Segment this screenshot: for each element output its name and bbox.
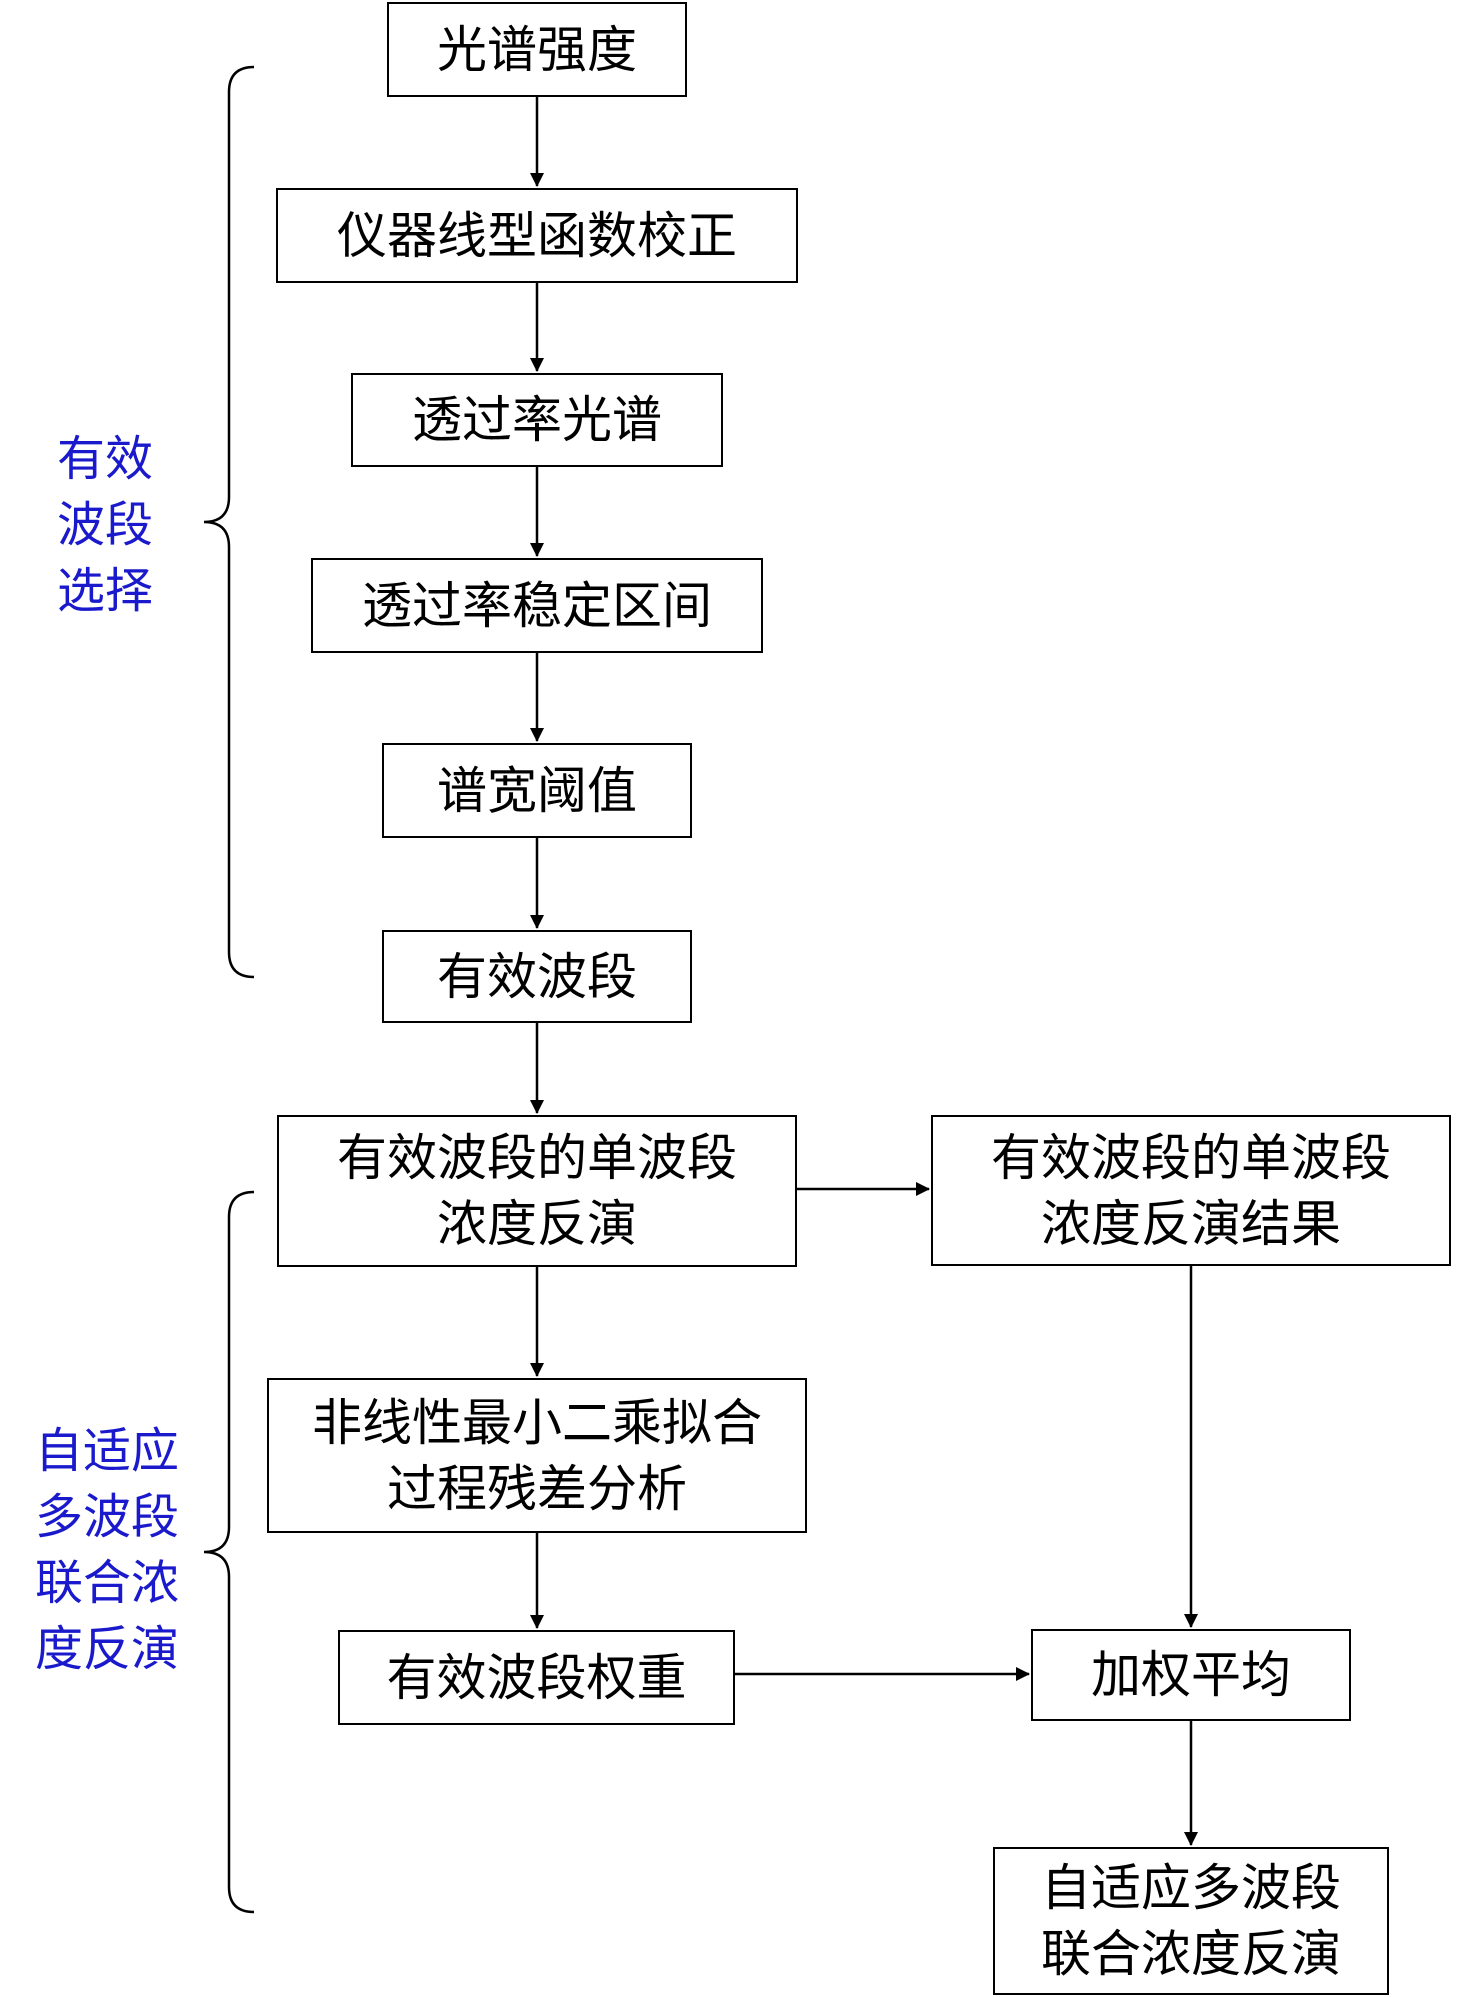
label-adaptive-inversion: 自适应 多波段 联合浓 度反演 [34,1423,179,1677]
brace-band-selection [203,65,255,979]
box-final-result: 自适应多波段联合浓度反演 [993,1847,1389,1995]
box-ils-correction: 仪器线型函数校正 [276,188,798,283]
label-band-selection: 有效 波段 选择 [56,431,153,619]
box-spectral-width-threshold: 谱宽阈值 [382,743,692,838]
box-transmittance-spectrum: 透过率光谱 [351,373,723,467]
box-weighted-average: 加权平均 [1031,1629,1351,1721]
box-effective-bands: 有效波段 [382,930,692,1023]
box-spectral-intensity: 光谱强度 [387,2,687,97]
box-stable-interval: 透过率稳定区间 [311,558,763,653]
box-single-band-result: 有效波段的单波段浓度反演结果 [931,1115,1451,1266]
box-single-band-inversion: 有效波段的单波段浓度反演 [277,1115,797,1267]
box-residual-analysis: 非线性最小二乘拟合过程残差分析 [267,1378,807,1533]
brace-adaptive-inversion [203,1190,255,1914]
box-band-weights: 有效波段权重 [338,1630,735,1725]
